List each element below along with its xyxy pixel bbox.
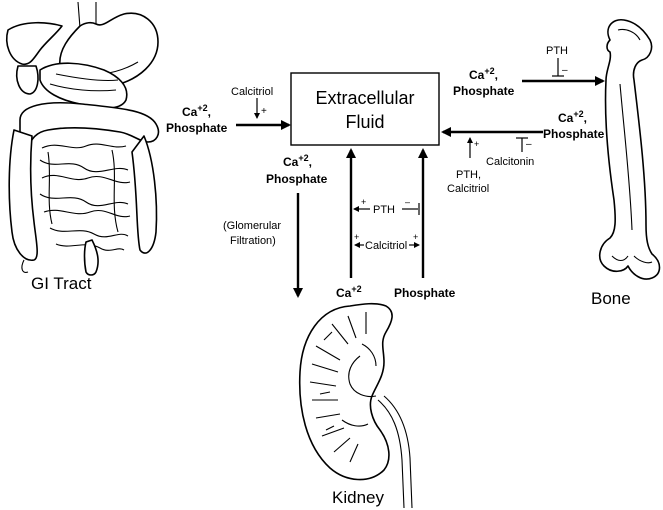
calcitriol-gi-sign: + — [261, 106, 267, 117]
box-title-line1: Extracellular — [315, 88, 414, 108]
glomerular-line1: (Glomerular — [223, 220, 281, 232]
calcitriol-gi-label: Calcitriol — [231, 86, 273, 98]
pth-calcitriol-sign: + — [474, 139, 479, 149]
bone-out-phosphate-label: Phosphate — [453, 84, 515, 98]
extracellular-fluid-box — [290, 72, 440, 146]
bone-out-ca-label: Ca+2, — [469, 66, 498, 82]
kidney-label: Kidney — [332, 488, 384, 507]
pth-kidney-label: PTH — [373, 204, 395, 216]
calcitriol-kidney-plus-left: + — [354, 232, 359, 242]
pth-bone-sign: – — [562, 65, 568, 76]
pth-kidney-plus: + — [361, 197, 366, 207]
kidney-illustration — [298, 302, 413, 509]
bone-in-phosphate-label: Phosphate — [543, 127, 605, 141]
pth-calcitriol-label1: PTH, — [456, 169, 481, 181]
pth-bone-label: PTH — [546, 45, 568, 57]
kidney-ca-label: Ca+2 — [336, 284, 362, 300]
calcitonin-label: Calcitonin — [486, 156, 534, 168]
gi-phosphate-label: Phosphate — [166, 121, 228, 135]
filtration-ca-label: Ca+2, — [283, 153, 312, 169]
bone-in-ca-label: Ca+2, — [558, 109, 587, 125]
glomerular-line2: Filtration) — [230, 235, 276, 247]
pth-kidney-minus: – — [405, 197, 410, 207]
kidney-phosphate-label: Phosphate — [394, 286, 456, 300]
box-title-line2: Fluid — [345, 112, 384, 132]
calcitriol-kidney-plus-right: + — [413, 232, 418, 242]
gi-tract-label: GI Tract — [31, 274, 92, 293]
gi-tract-illustration — [6, 1, 160, 276]
calcitonin-sign: – — [526, 139, 532, 150]
calcitriol-kidney-label: Calcitriol — [365, 240, 407, 252]
pth-calcitriol-label2: Calcitriol — [447, 183, 489, 195]
bone-illustration — [598, 18, 661, 280]
filtration-phosphate-label: Phosphate — [266, 172, 328, 186]
gi-ca-label: Ca+2, — [182, 103, 211, 119]
bone-label: Bone — [591, 289, 631, 308]
